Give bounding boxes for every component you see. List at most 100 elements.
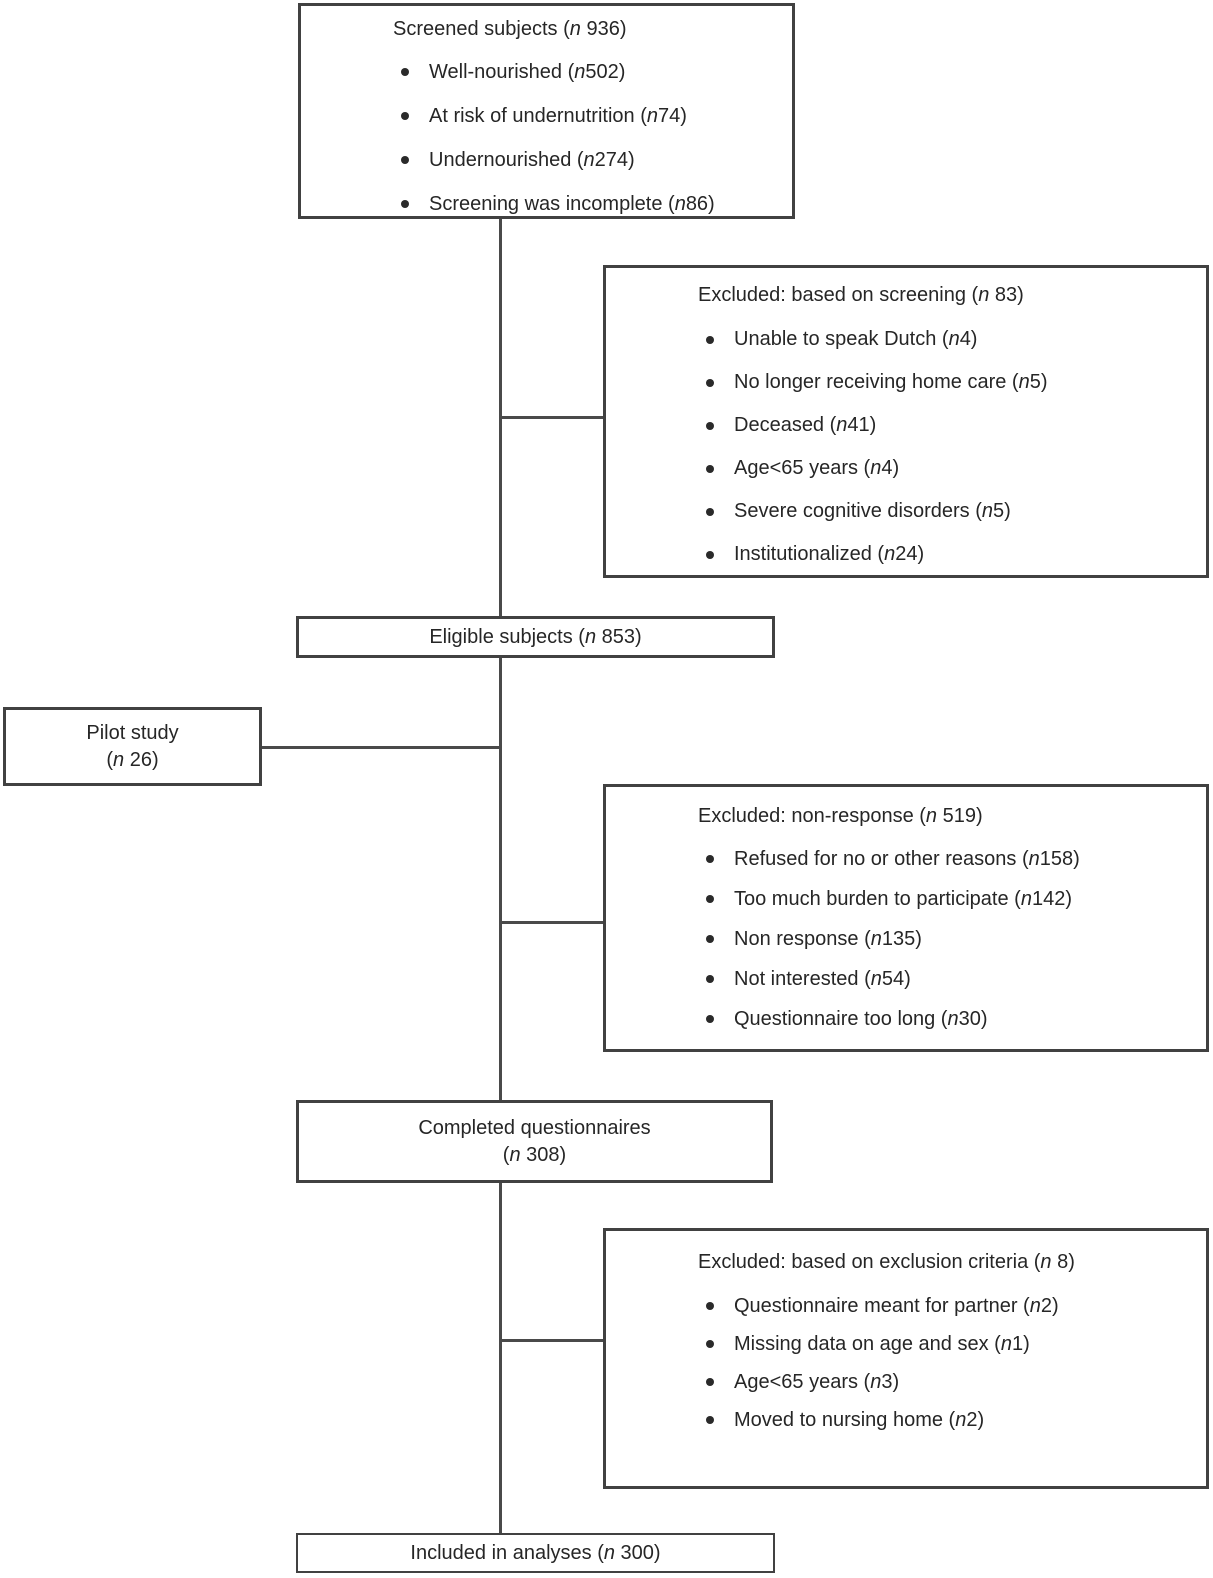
- label-text: At risk of undernutrition (: [429, 104, 647, 127]
- label-text: 519): [937, 805, 983, 827]
- bullet-list: Refused for no or other reasons (n 158) …: [692, 839, 1196, 1039]
- list-item: Severe cognitive disorders (n 5): [692, 490, 1196, 533]
- label-n: n: [947, 1007, 959, 1030]
- label-n: n: [955, 1408, 967, 1431]
- bullet-list: Well-nourished (n 502) At risk of undern…: [387, 50, 782, 226]
- label-n: n: [925, 805, 938, 827]
- label-text: Included in analyses (: [410, 1541, 604, 1564]
- label-text: Well-nourished (: [429, 60, 575, 83]
- label-text: Missing data on age and sex (: [734, 1332, 1001, 1355]
- list-item: Questionnaire too long (n 30): [692, 999, 1196, 1039]
- label-text: Excluded: based on exclusion criteria (: [698, 1251, 1041, 1273]
- label-text: Moved to nursing home (: [734, 1408, 956, 1431]
- box-excluded-screening: Excluded: based on screening (n 83) Unab…: [603, 265, 1209, 578]
- label-n: n: [603, 1541, 615, 1564]
- label-text: Non response (: [734, 927, 871, 950]
- label-text: 24): [895, 543, 925, 565]
- box-title: Excluded: non-response (n 519): [692, 803, 1196, 829]
- label-text: 2): [1040, 1294, 1059, 1317]
- box-title: Included in analyses (n 300): [410, 1540, 660, 1567]
- label-n: n: [1020, 887, 1032, 910]
- list-item: Too much burden to participate (n 142): [692, 879, 1196, 919]
- box-excluded-criteria: Excluded: based on exclusion criteria (n…: [603, 1228, 1209, 1489]
- label-text: Questionnaire too long (: [734, 1007, 948, 1030]
- label-text: 26): [124, 748, 159, 771]
- label-text: Age<65 years (: [734, 1370, 871, 1393]
- label-text: 54): [881, 967, 911, 990]
- list-item: Unable to speak Dutch (n 4): [692, 318, 1196, 361]
- label-n: n: [1029, 1294, 1041, 1317]
- label-n: n: [836, 414, 848, 436]
- label-text: 4): [881, 457, 900, 479]
- box-excluded-nonresponse: Excluded: non-response (n 519) Refused f…: [603, 784, 1209, 1052]
- label-n: n: [1028, 847, 1040, 870]
- list-item: Age<65 years (n 3): [692, 1363, 1196, 1401]
- label-text: Undernourished (: [429, 148, 584, 171]
- label-n: n: [1018, 371, 1030, 393]
- label-text: 30): [958, 1007, 988, 1030]
- box-count: (n 26): [106, 747, 158, 774]
- label-text: Screening was incomplete (: [429, 192, 675, 215]
- label-text: 2): [966, 1408, 985, 1431]
- label-n: n: [884, 543, 896, 565]
- list-item: Missing data on age and sex (n 1): [692, 1325, 1196, 1363]
- box-completed-questionnaires: Completed questionnaires (n 308): [296, 1100, 773, 1183]
- list-item: Undernourished (n 274): [387, 138, 782, 182]
- label-text: Age<65 years (: [734, 457, 871, 479]
- label-text: Deceased (: [734, 414, 837, 436]
- connector-to-pilot-study: [260, 746, 501, 749]
- label-text: 135): [881, 927, 922, 950]
- label-n: n: [574, 60, 586, 83]
- list-item: Screening was incomplete (n 86): [387, 182, 782, 226]
- label-text: 300): [614, 1541, 661, 1564]
- box-count: (n 308): [503, 1142, 566, 1169]
- box-pilot-study: Pilot study (n 26): [3, 707, 262, 786]
- list-item: Refused for no or other reasons (n 158): [692, 839, 1196, 879]
- list-item: No longer receiving home care (n 5): [692, 361, 1196, 404]
- label-text: 936): [580, 18, 627, 40]
- box-title: Eligible subjects (n 853): [429, 624, 641, 651]
- label-n: n: [584, 625, 597, 648]
- label-text: 502): [585, 60, 626, 83]
- label-text: (: [106, 748, 114, 771]
- label-n: n: [981, 500, 994, 522]
- label-text: Institutionalized (: [734, 543, 885, 565]
- label-text: 158): [1039, 847, 1080, 870]
- box-title: Pilot study: [86, 721, 179, 744]
- bullet-list: Questionnaire meant for partner (n 2) Mi…: [692, 1287, 1196, 1439]
- label-text: 3): [881, 1370, 900, 1393]
- label-text: No longer receiving home care (: [734, 371, 1019, 393]
- list-item: Institutionalized (n 24): [692, 533, 1196, 576]
- label-text: 5): [993, 500, 1011, 522]
- label-text: 4): [959, 328, 978, 350]
- label-text: 274): [594, 148, 635, 171]
- label-text: 83): [989, 284, 1024, 306]
- box-title: Excluded: based on screening (n 83): [692, 282, 1196, 308]
- label-text: Unable to speak Dutch (: [734, 328, 949, 350]
- label-text: 308): [520, 1143, 567, 1166]
- label-n: n: [870, 457, 882, 479]
- list-item: Questionnaire meant for partner (n 2): [692, 1287, 1196, 1325]
- label-text: Screened subjects (: [393, 18, 570, 40]
- label-text: Questionnaire meant for partner (: [734, 1294, 1030, 1317]
- connector-to-excluded-criteria: [500, 1339, 605, 1342]
- box-eligible-subjects: Eligible subjects (n 853): [296, 616, 775, 658]
- list-item: Well-nourished (n 502): [387, 50, 782, 94]
- box-title: Completed questionnaires: [418, 1116, 651, 1139]
- label-n: n: [113, 748, 125, 771]
- label-n: n: [978, 284, 990, 306]
- label-text: 5): [1029, 371, 1048, 393]
- box-title: Excluded: based on exclusion criteria (n…: [692, 1249, 1196, 1275]
- label-n: n: [948, 328, 960, 350]
- label-text: Refused for no or other reasons (: [734, 847, 1029, 870]
- list-item: Non response (n 135): [692, 919, 1196, 959]
- label-text: Not interested (: [734, 967, 871, 990]
- label-n: n: [1040, 1251, 1052, 1273]
- label-n: n: [870, 1370, 882, 1393]
- label-text: Excluded: based on screening (: [698, 284, 979, 306]
- list-item: At risk of undernutrition (n 74): [387, 94, 782, 138]
- label-text: 142): [1031, 887, 1072, 910]
- label-n: n: [870, 927, 882, 950]
- label-text: Severe cognitive disorders (: [734, 500, 982, 522]
